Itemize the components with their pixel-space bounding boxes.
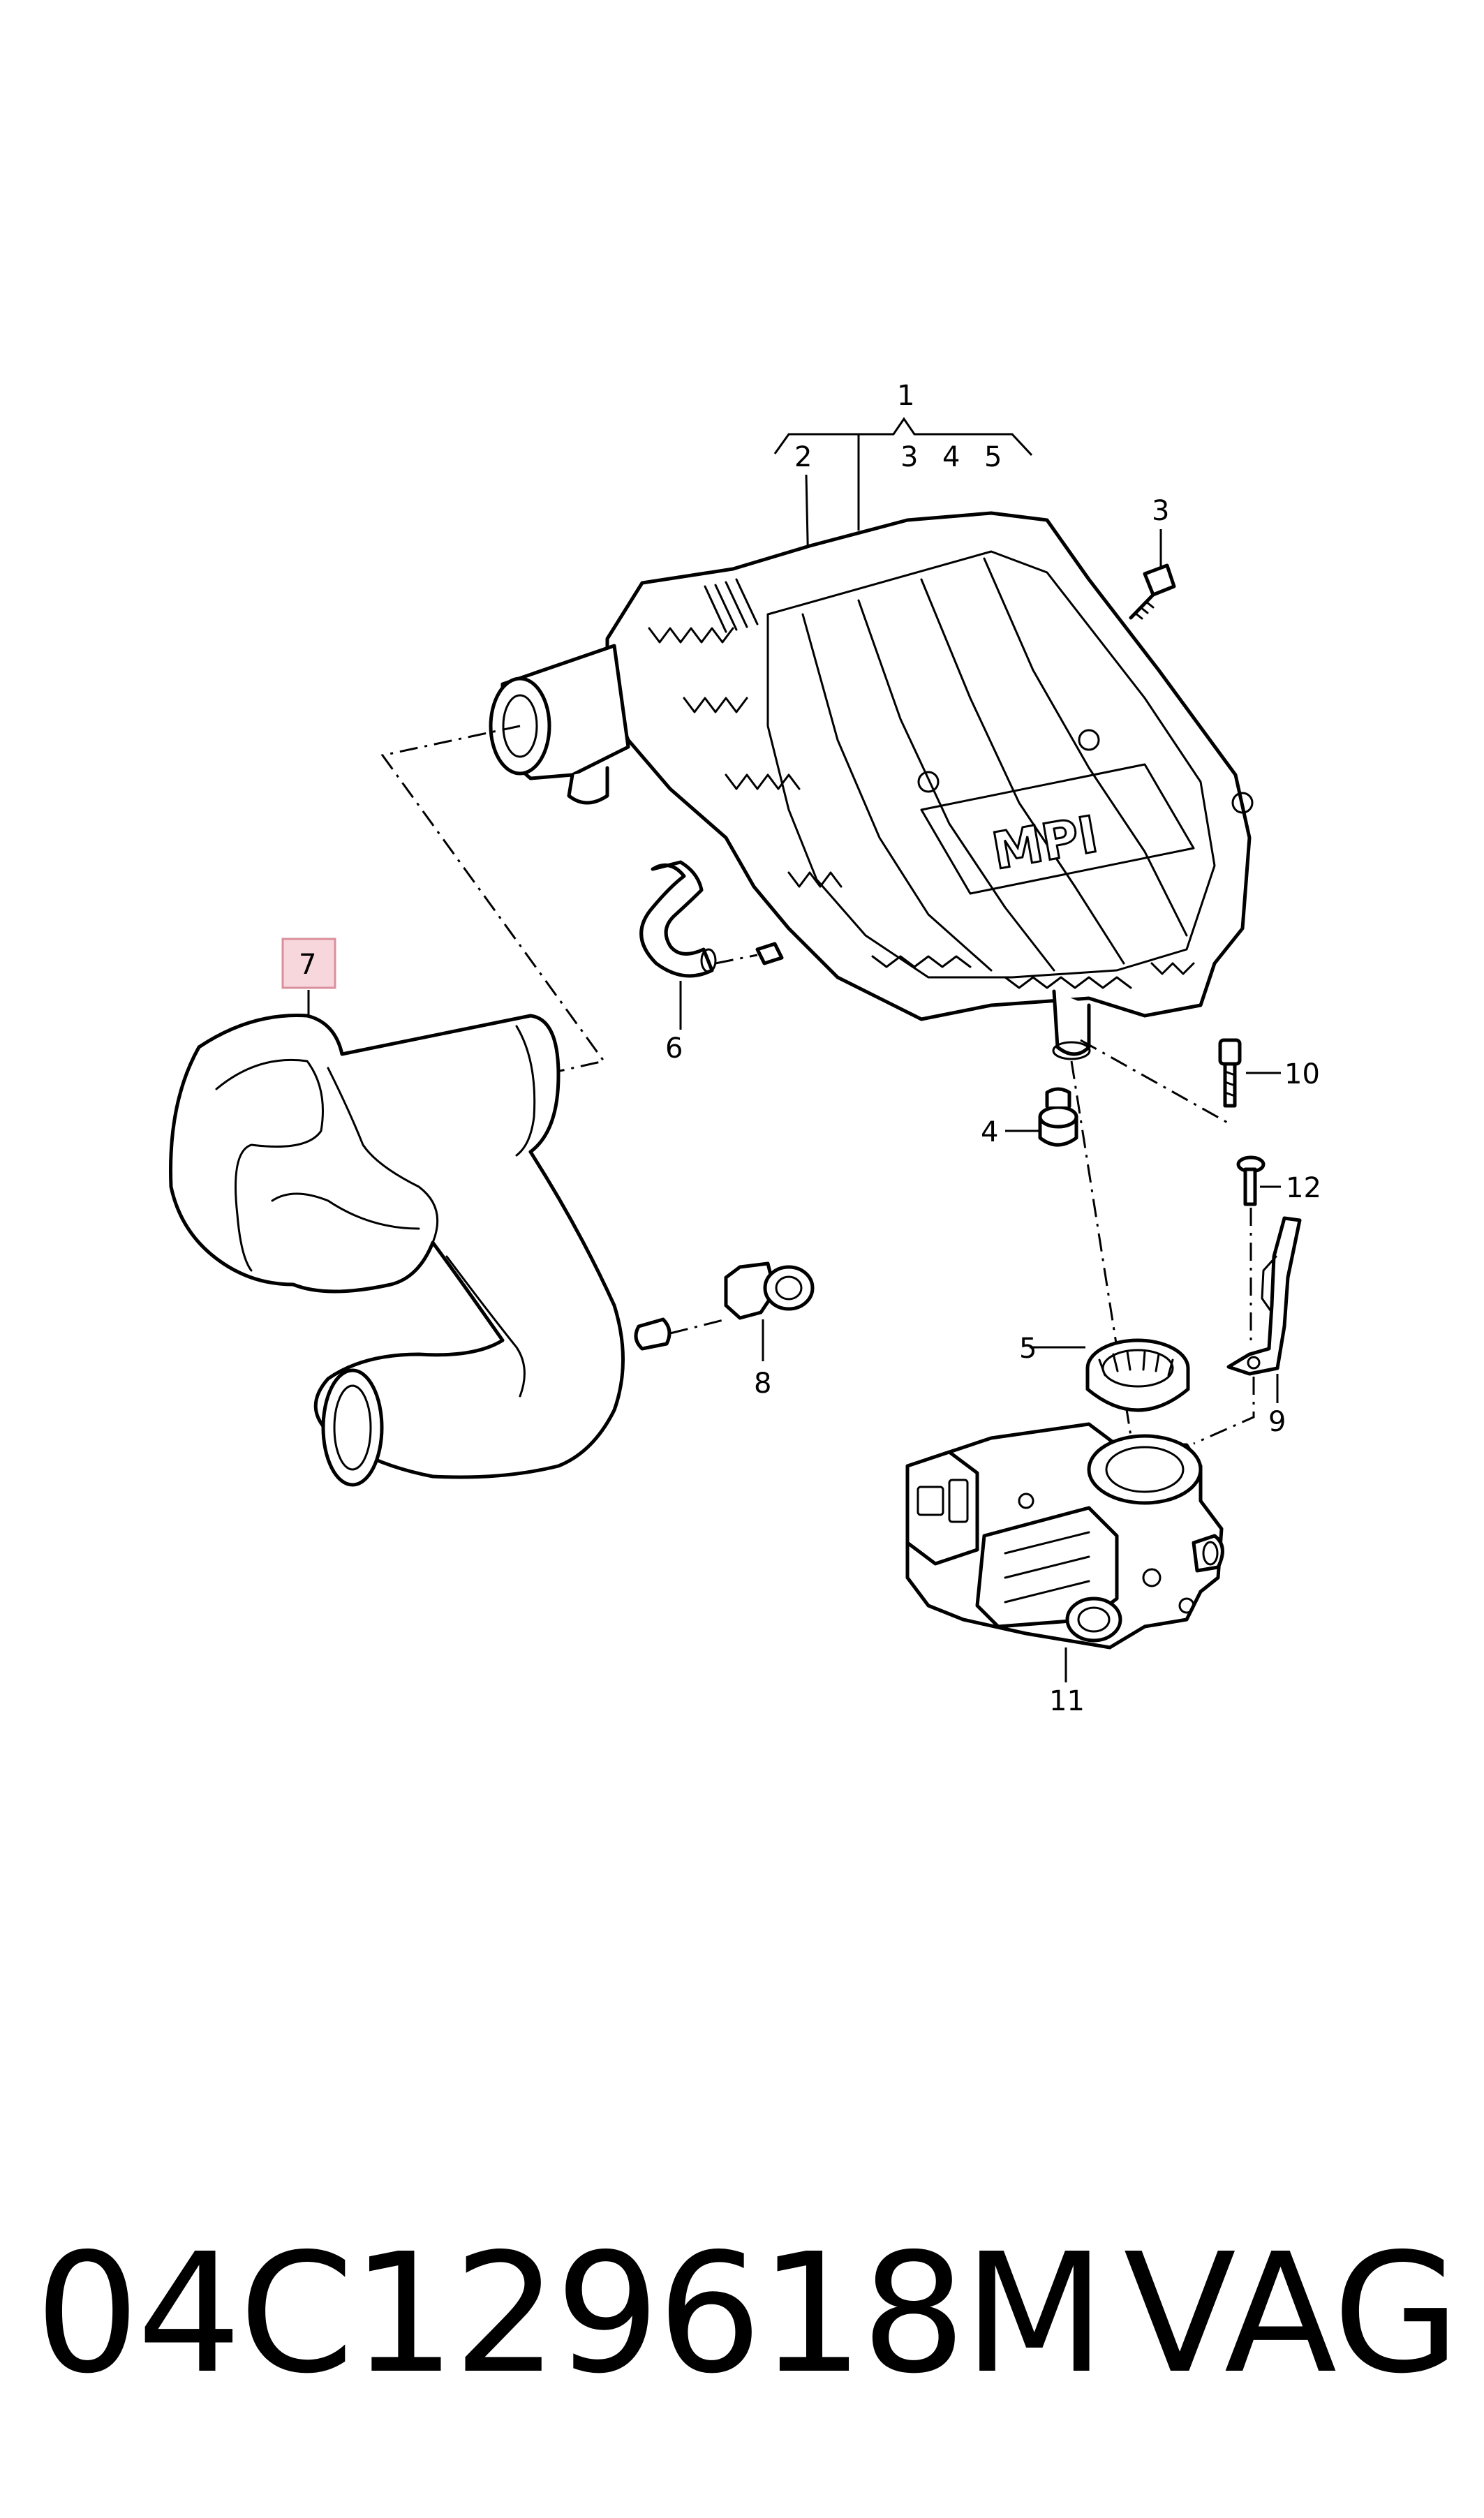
breather-nipple [755,942,784,965]
callout-8[interactable]: 8 [754,1368,771,1400]
screw-3[interactable] [1129,563,1176,620]
bracket-9[interactable] [1226,1216,1302,1376]
part-number: 04C129618M [35,2218,1106,2410]
bolt-10[interactable] [1218,1038,1242,1108]
intake-manifold-housing[interactable]: MPI [605,511,1254,1060]
callout-6[interactable]: 6 [665,1032,683,1065]
callout-7[interactable]: 7 [299,949,316,981]
callout-4-sub[interactable]: 4 [942,441,960,473]
callout-1[interactable]: 1 [897,380,914,412]
callout-5-sub[interactable]: 5 [984,441,1002,473]
callout-10[interactable]: 10 [1284,1058,1320,1090]
callout-2[interactable]: 2 [794,441,812,473]
callout-12[interactable]: 12 [1286,1172,1321,1204]
manifold-inlet-neck[interactable] [489,644,630,805]
brand-name: VAG [1123,2218,1460,2410]
callout-1-bracket: 1 [773,380,1033,457]
seal-ring-5[interactable] [1085,1338,1190,1412]
callout-5[interactable]: 5 [1019,1333,1037,1365]
callout-4[interactable]: 4 [981,1116,998,1148]
air-intake-hose-7[interactable] [169,1014,671,1487]
grommet-4[interactable] [1038,1087,1078,1147]
callout-3-sub[interactable]: 3 [900,441,918,473]
throttle-body-11[interactable] [905,1422,1224,1650]
callout-11[interactable]: 11 [1049,1685,1085,1717]
callout-9[interactable]: 9 [1268,1406,1286,1438]
callout-7-box[interactable]: 7 [281,938,336,989]
breather-hose-6[interactable] [639,860,717,978]
callout-3[interactable]: 3 [1152,495,1169,527]
plug-8[interactable] [724,1261,815,1320]
screw-12[interactable] [1236,1155,1266,1206]
footer: 04C129618M VAG [35,2199,1460,2429]
